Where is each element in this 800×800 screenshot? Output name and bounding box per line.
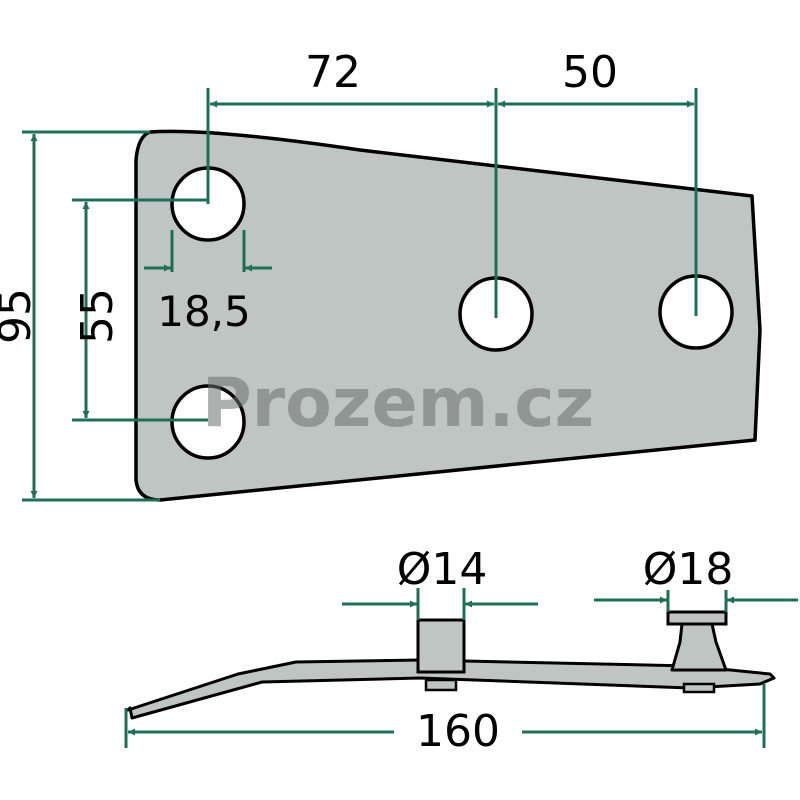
dim-text-55: 55 [72, 288, 123, 344]
plate-side-view [126, 610, 776, 720]
dim-text-d14: Ø14 [397, 544, 488, 595]
side-plate-profile [126, 658, 776, 720]
side-bolt-head [666, 610, 728, 626]
side-stud-bottom [424, 678, 458, 692]
side-extension-lines [124, 588, 766, 748]
dim-text-18-5: 18,5 [157, 287, 251, 336]
side-stud [416, 618, 466, 674]
dim-text-50: 50 [562, 47, 618, 98]
side-dimension-lines [128, 596, 798, 736]
plate-dimension-lines [30, 100, 694, 498]
side-bolt-shank [670, 622, 728, 672]
side-bolt-nut [682, 682, 716, 694]
plate-hole-bottom-left [170, 384, 246, 460]
dim-text-95: 95 [0, 288, 41, 344]
dim-text-160: 160 [416, 706, 500, 757]
dim-text-72: 72 [305, 47, 361, 98]
dim-text-d18: Ø18 [643, 544, 734, 595]
plate-extension-lines [22, 88, 698, 502]
watermark-logo: Prozem.cz [202, 364, 594, 443]
